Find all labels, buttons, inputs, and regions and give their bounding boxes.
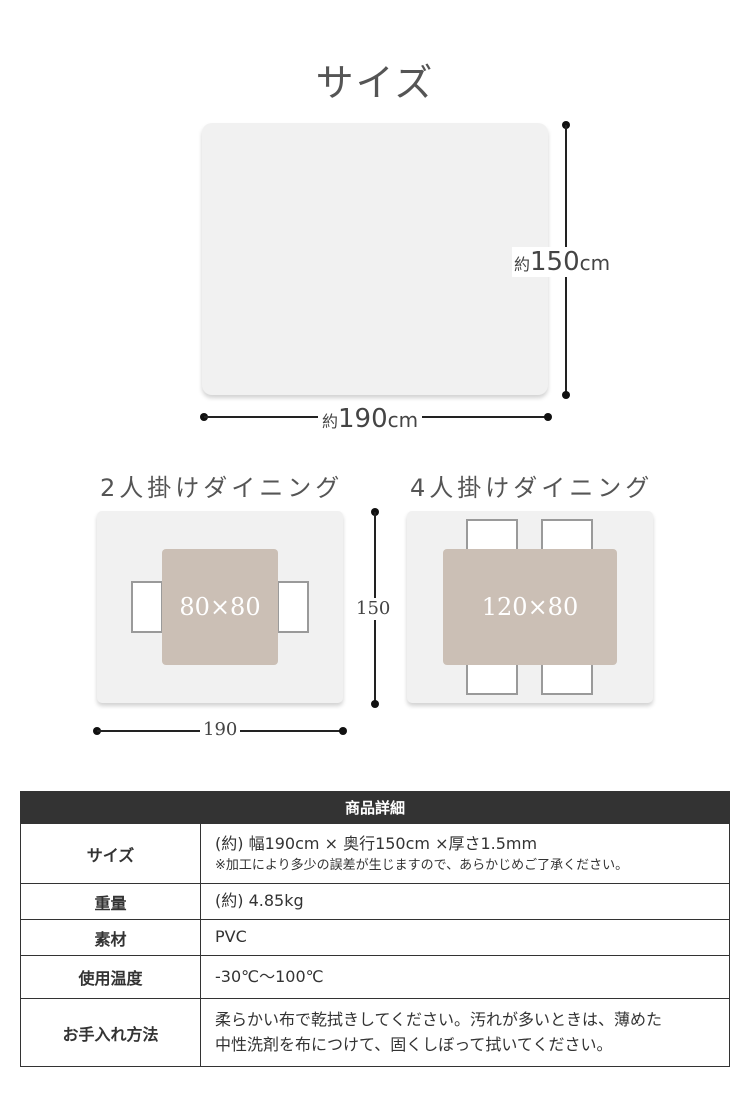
table-4-seat: 120×80 [443, 549, 617, 665]
care-value-line1: 柔らかい布で乾拭きしてください。汚れが多いときは、薄めた [215, 1009, 663, 1029]
care-value-line2: 中性洗剤を布につけて、固くしぼって拭いてください。 [215, 1034, 613, 1054]
product-details-table: 商品詳細 サイズ (約) 幅190cm × 奥行150cm ×厚さ1.5mm ※… [20, 791, 730, 1067]
dimension-dot [562, 391, 570, 399]
spec-key: サイズ [21, 824, 201, 883]
layout-heading-4-seat: 4人掛けダイニング [410, 474, 654, 502]
spec-value: (約) 4.85kg [201, 884, 729, 919]
size-note: ※加工により多少の誤差が生じますので、あらかじめご了承ください。 [215, 857, 629, 873]
spec-row-size: サイズ (約) 幅190cm × 奥行150cm ×厚さ1.5mm ※加工により… [20, 824, 730, 884]
height-value: 150 [530, 247, 580, 277]
page-title: サイズ [315, 61, 435, 105]
spec-value: PVC [201, 920, 729, 955]
chair-bottom-right [541, 663, 593, 695]
dimension-dot [339, 727, 347, 735]
product-details-title: 商品詳細 [344, 799, 405, 817]
spec-value: -30℃〜100℃ [201, 956, 729, 998]
height-unit: cm [579, 251, 611, 275]
size-value: (約) 幅190cm × 奥行150cm ×厚さ1.5mm [215, 834, 538, 853]
spec-value: (約) 幅190cm × 奥行150cm ×厚さ1.5mm ※加工により多少の誤… [201, 824, 729, 883]
width-unit: cm [387, 408, 419, 432]
approx-prefix: 約 [514, 255, 531, 274]
material-value: PVC [215, 927, 247, 947]
weight-value: (約) 4.85kg [215, 891, 304, 911]
width-value: 190 [338, 404, 388, 434]
spec-row-weight: 重量 (約) 4.85kg [20, 884, 730, 920]
small-height-label: 150 [356, 598, 391, 620]
chair-top-right [541, 519, 593, 551]
width-dimension-label: 約190cm [318, 404, 423, 434]
temperature-value: -30℃〜100℃ [215, 966, 324, 986]
chair-left [131, 581, 163, 633]
small-width-label: 190 [200, 721, 241, 739]
spec-value: 柔らかい布で乾拭きしてください。汚れが多いときは、薄めた 中性洗剤を布につけて、… [201, 999, 729, 1066]
layout-heading-2-seat: 2人掛けダイニング [100, 474, 344, 502]
spec-key: 重量 [21, 884, 201, 919]
dimension-dot [544, 413, 552, 421]
main-mat-illustration [202, 123, 548, 395]
spec-row-temperature: 使用温度 -30℃〜100℃ [20, 956, 730, 999]
chair-right [277, 581, 309, 633]
height-dimension-label: 約150cm [512, 247, 613, 277]
spec-row-material: 素材 PVC [20, 920, 730, 956]
spec-row-care: お手入れ方法 柔らかい布で乾拭きしてください。汚れが多いときは、薄めた 中性洗剤… [20, 999, 730, 1067]
spec-key: 素材 [21, 920, 201, 955]
product-details-header: 商品詳細 [20, 791, 730, 824]
chair-bottom-left [466, 663, 518, 695]
chair-top-left [466, 519, 518, 551]
dimension-dot [371, 700, 379, 708]
spec-key: 使用温度 [21, 956, 201, 998]
spec-key: お手入れ方法 [21, 999, 201, 1066]
table-2-seat: 80×80 [162, 549, 278, 665]
approx-prefix: 約 [322, 412, 339, 431]
